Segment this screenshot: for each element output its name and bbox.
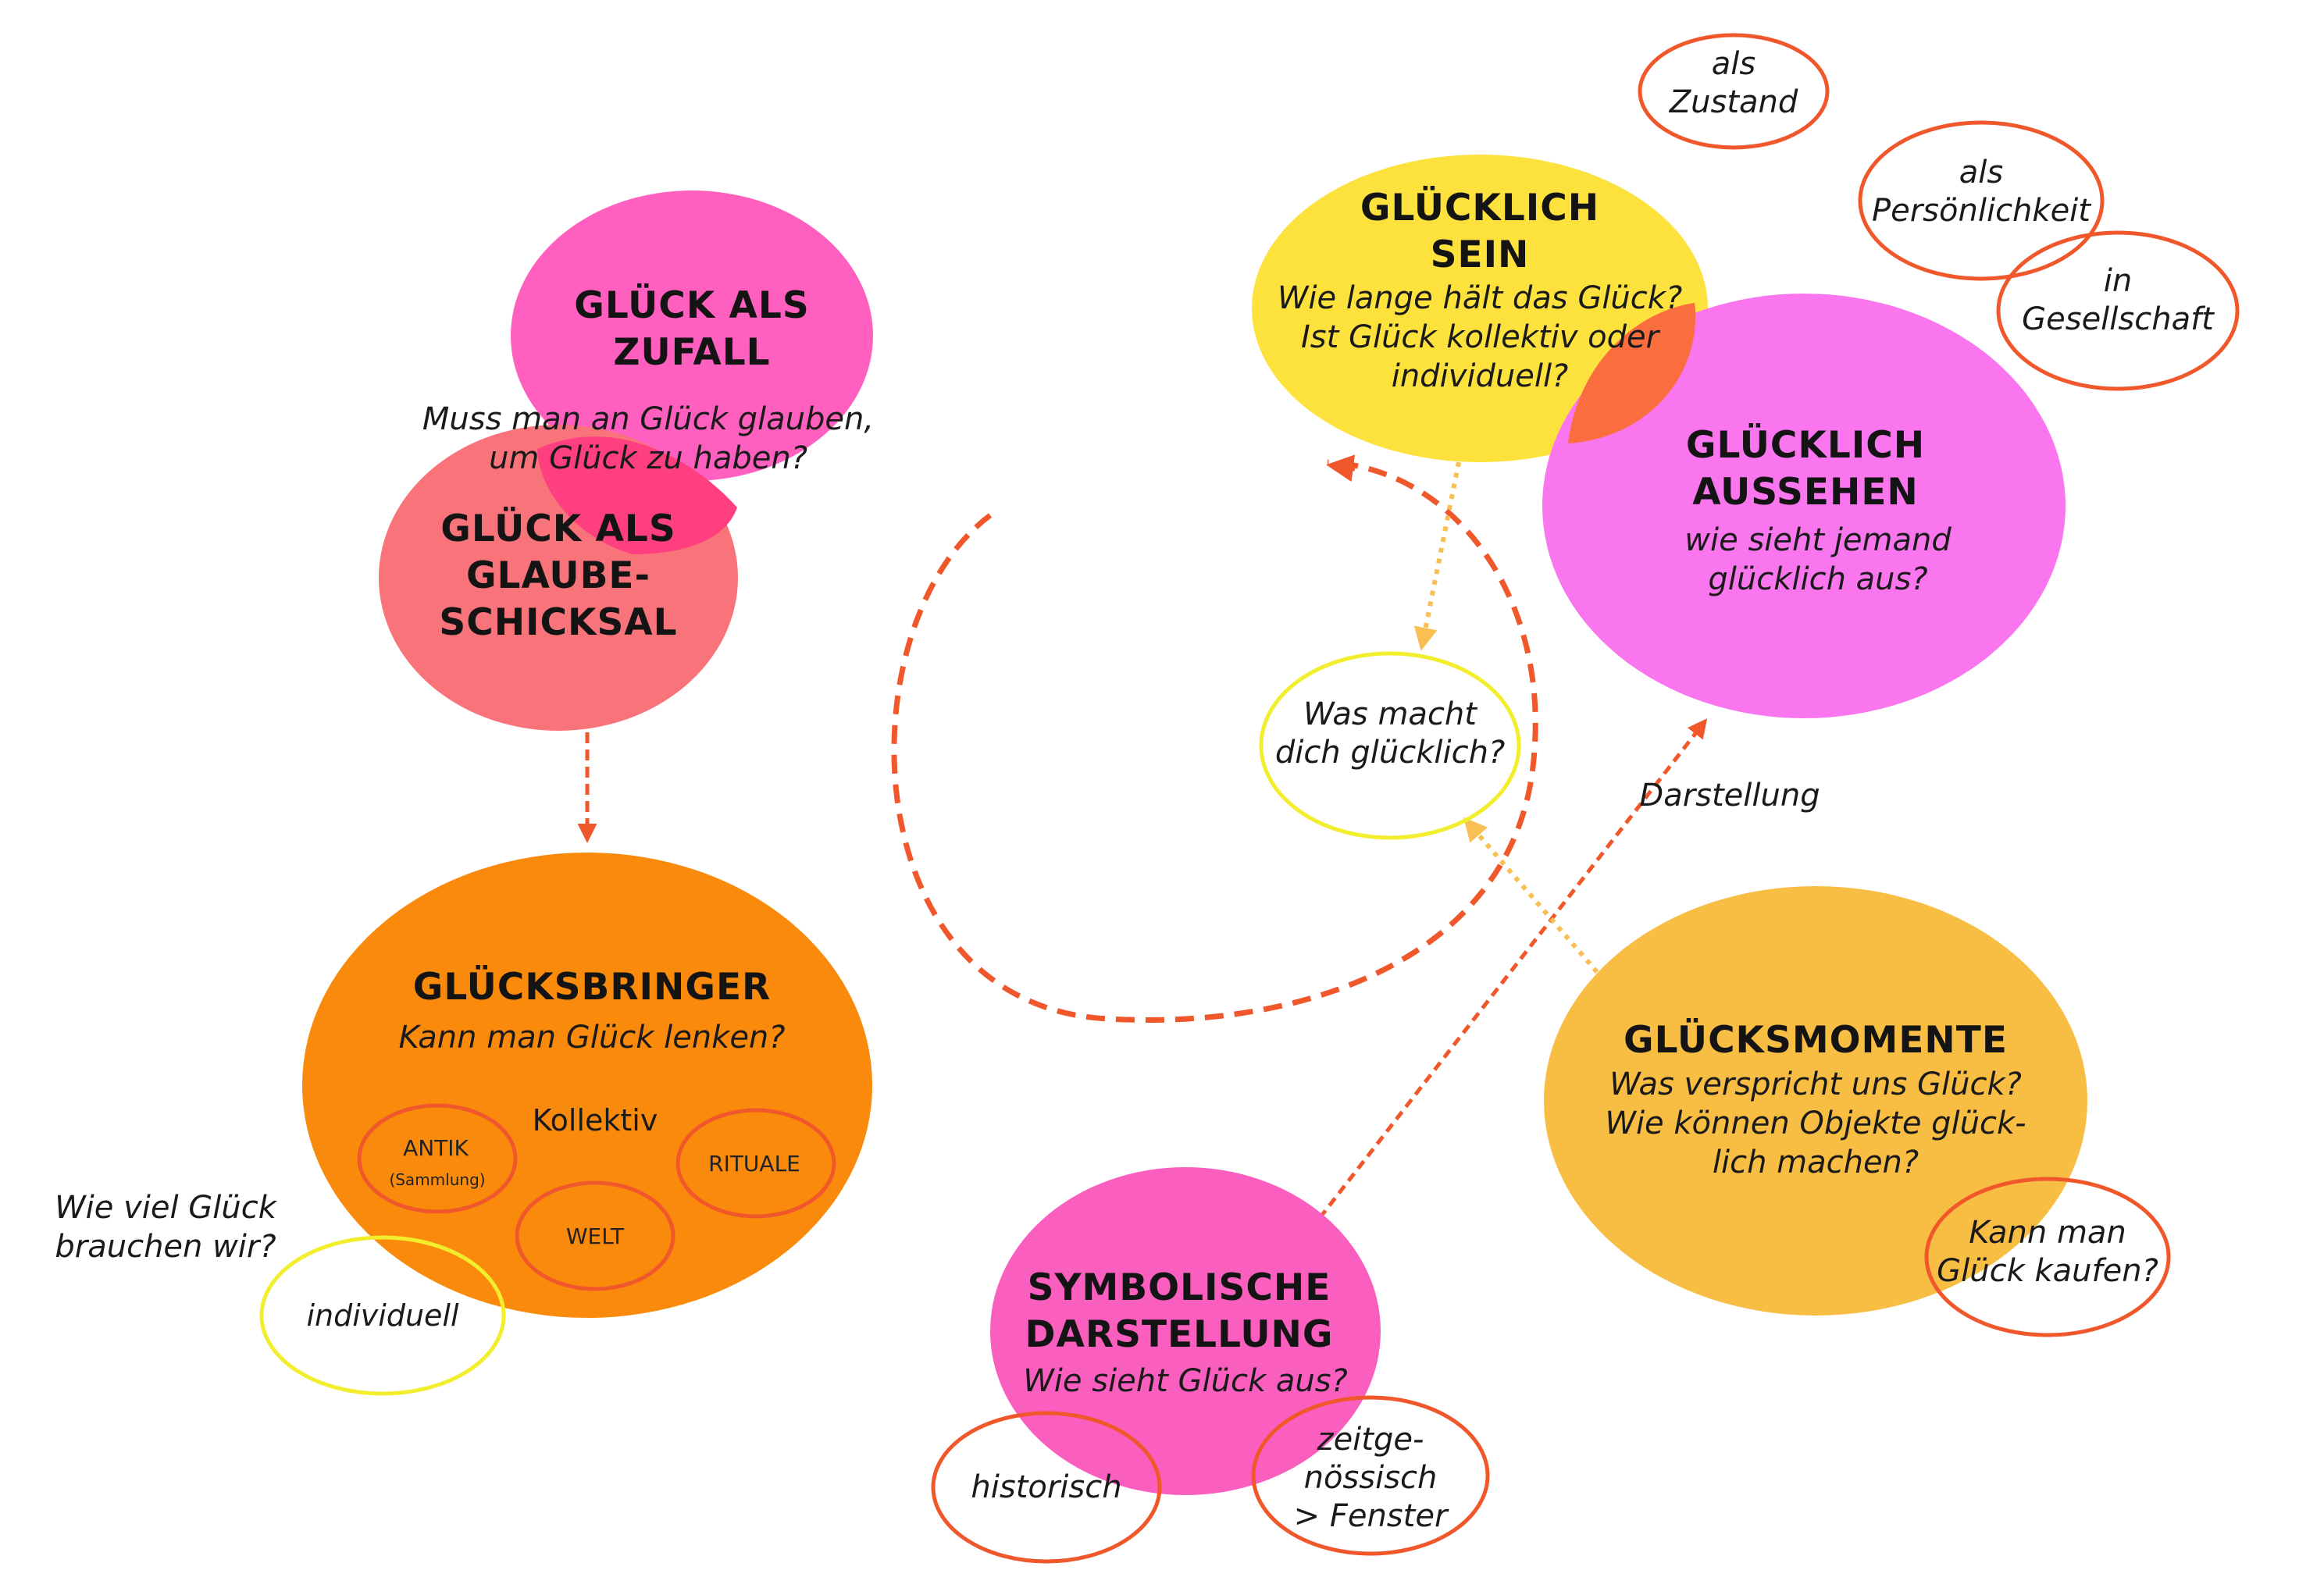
wie-viel-line-2: brauchen wir? bbox=[55, 1229, 276, 1265]
tag-antik-label: ANTIK bbox=[403, 1135, 469, 1161]
sein-question-3: individuell? bbox=[1392, 358, 1569, 394]
tag-in-gesellschaft-ring[interactable] bbox=[1996, 230, 2240, 391]
tag-was-macht-2: dich glücklich? bbox=[1275, 735, 1505, 771]
tag-kann-kaufen-1: Kann man bbox=[1969, 1215, 2126, 1251]
tag-kann-kaufen-2: Glück kaufen? bbox=[1937, 1253, 2158, 1289]
darstellung-label: Darstellung bbox=[1639, 778, 1820, 814]
bringer-sub: Kollektiv bbox=[533, 1103, 658, 1138]
zufall-question-2: um Glück zu haben? bbox=[489, 440, 807, 476]
tag-zeitgenoessisch-ring[interactable] bbox=[1251, 1395, 1490, 1556]
arrow-sein-to-question bbox=[1413, 461, 1461, 651]
sein-question-2: Ist Glück kollektiv oder bbox=[1301, 319, 1661, 355]
overlap-zufall-glaube bbox=[537, 436, 737, 554]
tag-in-gesellschaft-2: Gesellschaft bbox=[2022, 301, 2215, 337]
labels: GLÜCK ALS ZUFALL Muss man an Glück glaub… bbox=[55, 46, 2215, 1534]
cycle-arrow bbox=[1326, 454, 1356, 482]
tag-rituale-label: RITUALE bbox=[708, 1151, 800, 1177]
tag-historisch-ring[interactable] bbox=[931, 1411, 1162, 1564]
arrow-darstellung bbox=[1318, 718, 1708, 1219]
tag-zeitgenoessisch-1: zeitge- bbox=[1317, 1422, 1424, 1458]
tag-als-zustand-ring[interactable] bbox=[1638, 33, 1830, 150]
tag-welt-ring[interactable] bbox=[515, 1180, 675, 1291]
tag-rituale-ring[interactable] bbox=[675, 1108, 836, 1219]
sein-question-1: Wie lange hält das Glück? bbox=[1278, 280, 1682, 316]
bringer-title: GLÜCKSBRINGER bbox=[413, 966, 772, 1009]
nodes bbox=[302, 155, 2087, 1495]
connectors bbox=[577, 454, 1708, 1219]
glaube-title-1: GLÜCK ALS bbox=[440, 507, 675, 550]
zufall-title-1: GLÜCK ALS bbox=[574, 284, 809, 327]
overlap-sein-aussehen bbox=[1568, 303, 1696, 443]
tag-als-zustand-1: als bbox=[1712, 46, 1755, 82]
node-zufall-circle[interactable] bbox=[511, 190, 873, 481]
momente-question-1: Was verspricht uns Glück? bbox=[1609, 1066, 2022, 1102]
tag-antik-ring[interactable] bbox=[357, 1103, 518, 1214]
tag-was-macht-1: Was macht bbox=[1303, 696, 1477, 732]
cycle-arc bbox=[891, 459, 1538, 1023]
outline-tags bbox=[259, 33, 2240, 1564]
tag-als-persoenlichkeit-1: als bbox=[1959, 155, 2003, 190]
sein-title-1: GLÜCKLICH bbox=[1360, 187, 1599, 230]
tag-zeitgenoessisch-2: nössisch bbox=[1304, 1460, 1438, 1496]
aussehen-title-1: GLÜCKLICH bbox=[1686, 424, 1925, 467]
tag-historisch-label: historisch bbox=[971, 1469, 1121, 1505]
zufall-title-2: ZUFALL bbox=[613, 331, 770, 374]
tag-individuell-label: individuell bbox=[306, 1298, 459, 1333]
symbol-question: Wie sieht Glück aus? bbox=[1023, 1363, 1348, 1399]
node-symbol-circle[interactable] bbox=[990, 1167, 1381, 1495]
arrow-momente-to-question bbox=[1463, 817, 1599, 974]
node-bringer-circle[interactable] bbox=[302, 853, 872, 1318]
aussehen-title-2: AUSSEHEN bbox=[1692, 471, 1919, 514]
zufall-question-1: Muss man an Glück glauben, bbox=[422, 401, 874, 437]
tag-was-macht-ring[interactable] bbox=[1259, 651, 1521, 840]
sein-title-2: SEIN bbox=[1431, 233, 1530, 276]
tag-als-persoenlichkeit-ring[interactable] bbox=[1858, 120, 2105, 281]
aussehen-question-1: wie sieht jemand bbox=[1684, 522, 1952, 558]
node-aussehen-circle[interactable] bbox=[1542, 294, 2066, 718]
tag-als-zustand-2: Zustand bbox=[1669, 84, 1798, 120]
bringer-question: Kann man Glück lenken? bbox=[398, 1020, 785, 1056]
tag-antik-sub: (Sammlung) bbox=[389, 1170, 485, 1189]
tag-zeitgenoessisch-3: > Fenster bbox=[1294, 1498, 1449, 1534]
wie-viel-line-1: Wie viel Glück bbox=[55, 1190, 278, 1226]
tag-welt-label: WELT bbox=[566, 1223, 625, 1249]
tag-kann-kaufen-ring[interactable] bbox=[1924, 1177, 2171, 1337]
momente-question-3: lich machen? bbox=[1713, 1145, 1919, 1180]
tag-individuell-ring[interactable] bbox=[259, 1235, 506, 1396]
momente-question-2: Wie können Objekte glück- bbox=[1605, 1106, 2026, 1141]
symbol-title-2: DARSTELLUNG bbox=[1025, 1313, 1334, 1356]
glaube-title-2: GLAUBE- bbox=[466, 554, 651, 597]
aussehen-question-2: glücklich aus? bbox=[1708, 561, 1927, 597]
tag-in-gesellschaft-1: in bbox=[2104, 263, 2132, 299]
tag-als-persoenlichkeit-2: Persönlichkeit bbox=[1872, 193, 2091, 229]
glaube-title-3: SCHICKSAL bbox=[439, 601, 677, 644]
momente-title: GLÜCKSMOMENTE bbox=[1624, 1019, 2008, 1062]
symbol-title-1: SYMBOLISCHE bbox=[1028, 1266, 1331, 1309]
